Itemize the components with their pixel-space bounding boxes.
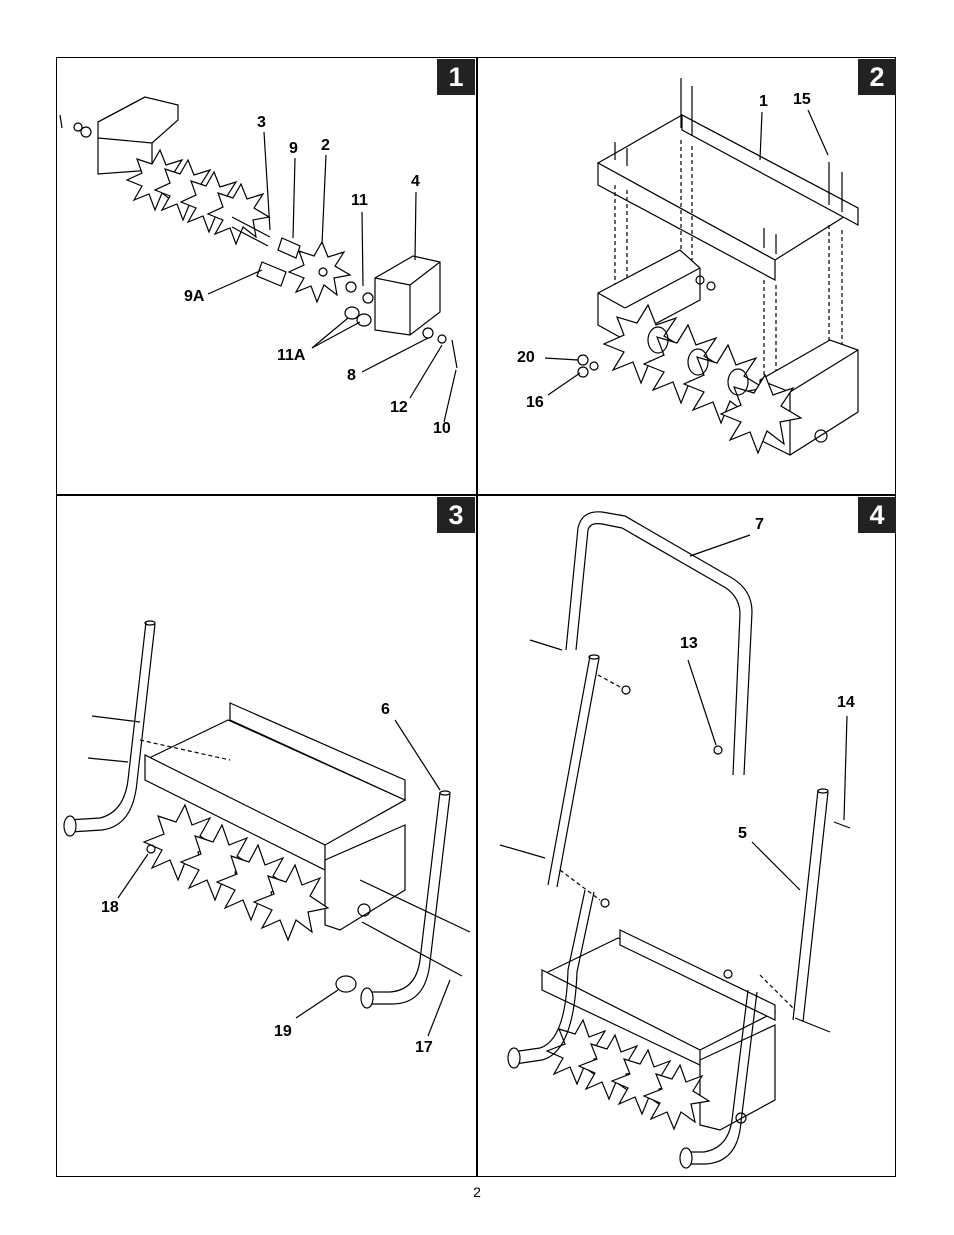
callout-12: 12 — [390, 399, 408, 416]
callout-16: 16 — [526, 394, 544, 411]
step-3-diagram — [63, 620, 471, 1037]
callout-18: 18 — [101, 899, 119, 916]
callout-8: 8 — [347, 367, 356, 384]
callout-4: 4 — [411, 173, 420, 190]
callout-6: 6 — [381, 701, 390, 718]
callout-3: 3 — [257, 114, 266, 131]
callout-14: 14 — [837, 694, 855, 711]
step-4-diagram — [499, 511, 851, 1169]
callout-10: 10 — [433, 420, 451, 437]
callout-11: 11 — [351, 192, 368, 209]
callout-15: 15 — [793, 91, 811, 108]
callout-1: 1 — [759, 93, 768, 110]
callout-19: 19 — [274, 1023, 292, 1040]
callout-9a: 9A — [184, 288, 205, 305]
step-2-panel — [478, 58, 896, 494]
step-1-badge: 1 — [437, 59, 475, 95]
step-3-panel — [57, 496, 476, 1176]
callout-7: 7 — [755, 516, 764, 533]
tine-4 — [642, 1063, 711, 1131]
callout-11a: 11A — [277, 347, 306, 364]
step-4-panel — [478, 496, 896, 1176]
callout-13: 13 — [680, 635, 698, 652]
step-2-badge: 2 — [858, 59, 896, 95]
page-number: 2 — [473, 1184, 481, 1200]
panel-divider-vertical — [476, 57, 478, 1177]
step-1-diagram — [59, 96, 458, 423]
step-2-diagram — [544, 78, 860, 456]
callout-20: 20 — [517, 349, 535, 366]
step-3-badge: 3 — [437, 497, 475, 533]
callout-2: 2 — [321, 137, 330, 154]
tine-4 — [252, 863, 330, 942]
panel-divider-horizontal — [56, 494, 896, 496]
step-4-badge: 4 — [858, 497, 896, 533]
callout-5: 5 — [738, 825, 747, 842]
callout-17: 17 — [415, 1039, 433, 1056]
callout-9: 9 — [289, 140, 298, 157]
step-1-panel — [57, 58, 476, 494]
